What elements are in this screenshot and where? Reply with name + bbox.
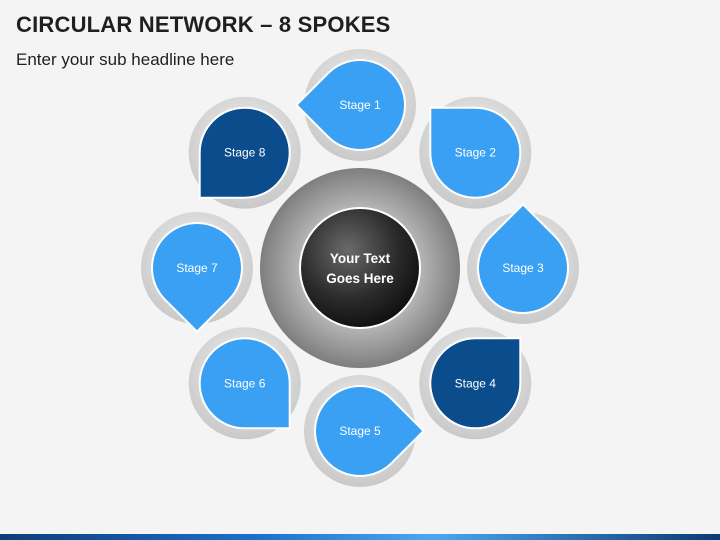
stage-6-petal bbox=[198, 337, 291, 430]
stage-8-petal bbox=[198, 106, 291, 199]
slide-title: CIRCULAR NETWORK – 8 SPOKES bbox=[16, 12, 391, 37]
slide-subtitle: Enter your sub headline here bbox=[16, 50, 235, 69]
center-text-line1: Your Text bbox=[330, 251, 391, 266]
stage-6-label: Stage 6 bbox=[224, 376, 266, 390]
stage-petals bbox=[151, 59, 569, 477]
stage-2-label: Stage 2 bbox=[455, 146, 497, 160]
stage-2-petal bbox=[429, 106, 522, 199]
stage-labels: Stage 1 Stage 2 Stage 3 Stage 4 Stage 5 Stage… bbox=[176, 98, 544, 438]
stage-1-label: Stage 1 bbox=[339, 98, 381, 112]
center-text-line2: Goes Here bbox=[326, 271, 394, 286]
stage-4-petal bbox=[429, 337, 522, 430]
bottom-accent-bar bbox=[0, 534, 720, 540]
stage-8-label: Stage 8 bbox=[224, 146, 266, 160]
stage-5-label: Stage 5 bbox=[339, 424, 381, 438]
stage-7-label: Stage 7 bbox=[176, 261, 218, 275]
stage-3-label: Stage 3 bbox=[502, 261, 544, 275]
stage-1-petal bbox=[294, 59, 406, 151]
stage-4-label: Stage 4 bbox=[455, 376, 497, 390]
stage-5-petal bbox=[314, 385, 426, 477]
stage-3-petal bbox=[477, 202, 569, 314]
stage-7-petal bbox=[151, 222, 243, 334]
center-circle bbox=[299, 207, 421, 329]
